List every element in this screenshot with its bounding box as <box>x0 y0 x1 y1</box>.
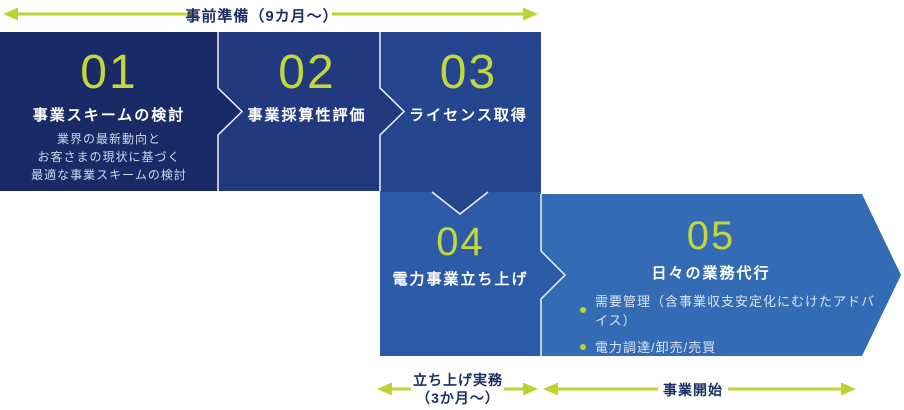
bottom-right-phase-arrow <box>543 382 856 396</box>
arrow-right-icon <box>523 382 538 396</box>
step-05-bullet-text: 需要管理（含事業収支安定化にむけたアドバイス） <box>595 294 876 328</box>
step-01-shape <box>0 32 244 191</box>
phase-label-preparation: 事前準備（9カ月～） <box>185 8 339 25</box>
step-01-number: 01 <box>80 46 138 99</box>
step-05-title: 日々の業務代行 <box>651 265 771 282</box>
phase-label-launch-line1: 立ち上げ実務 <box>413 372 503 388</box>
step-03-number: 03 <box>439 46 498 99</box>
phase-label-business-start: 事業開始 <box>663 382 723 398</box>
step-05-shape <box>541 194 901 356</box>
arrow-right-icon <box>523 7 538 21</box>
step-05-number: 05 <box>686 214 736 258</box>
step-01-desc-line: 業界の最新動向と <box>56 132 161 146</box>
step-01-desc-line: 最適な事業スキームの検討 <box>31 168 187 182</box>
step-01-desc-line: お客さまの現状に基づく <box>37 150 181 164</box>
arrow-left-icon <box>3 7 18 21</box>
step-01-description: 業界の最新動向と お客さまの現状に基づく 最適な事業スキームの検討 <box>0 130 218 184</box>
arrow-left-icon <box>377 382 392 396</box>
step-02-shape <box>218 32 406 191</box>
bullet-dot-icon <box>580 307 586 313</box>
list-item: 電力調達/卸売/売買 <box>580 337 880 356</box>
top-phase-arrow <box>3 7 538 21</box>
step-04-shape <box>380 192 567 356</box>
step-02-title: 事業採算性評価 <box>247 107 367 124</box>
step-04-number: 04 <box>436 220 485 264</box>
step-04-title: 電力事業立ち上げ <box>392 271 529 288</box>
step-03-shape <box>380 32 541 215</box>
phase-label-launch: 立ち上げ実務 （3か月～） <box>408 371 508 407</box>
step-01-title: 事業スキームの検討 <box>32 107 186 124</box>
arrow-left-icon <box>543 382 558 396</box>
phase-label-launch-line2: （3か月～） <box>416 390 500 406</box>
step-02-number: 02 <box>278 46 336 99</box>
list-item: 需要管理（含事業収支安定化にむけたアドバイス） <box>580 291 880 329</box>
step-03-title: ライセンス取得 <box>409 107 528 124</box>
step-05-bullet-list: 需要管理（含事業収支安定化にむけたアドバイス） 電力調達/卸売/売買 <box>580 291 880 364</box>
bullet-dot-icon <box>580 343 586 350</box>
arrow-right-icon <box>841 382 856 396</box>
step-05-bullet-text: 電力調達/卸売/売買 <box>595 340 717 355</box>
bottom-left-phase-arrow <box>377 382 538 396</box>
